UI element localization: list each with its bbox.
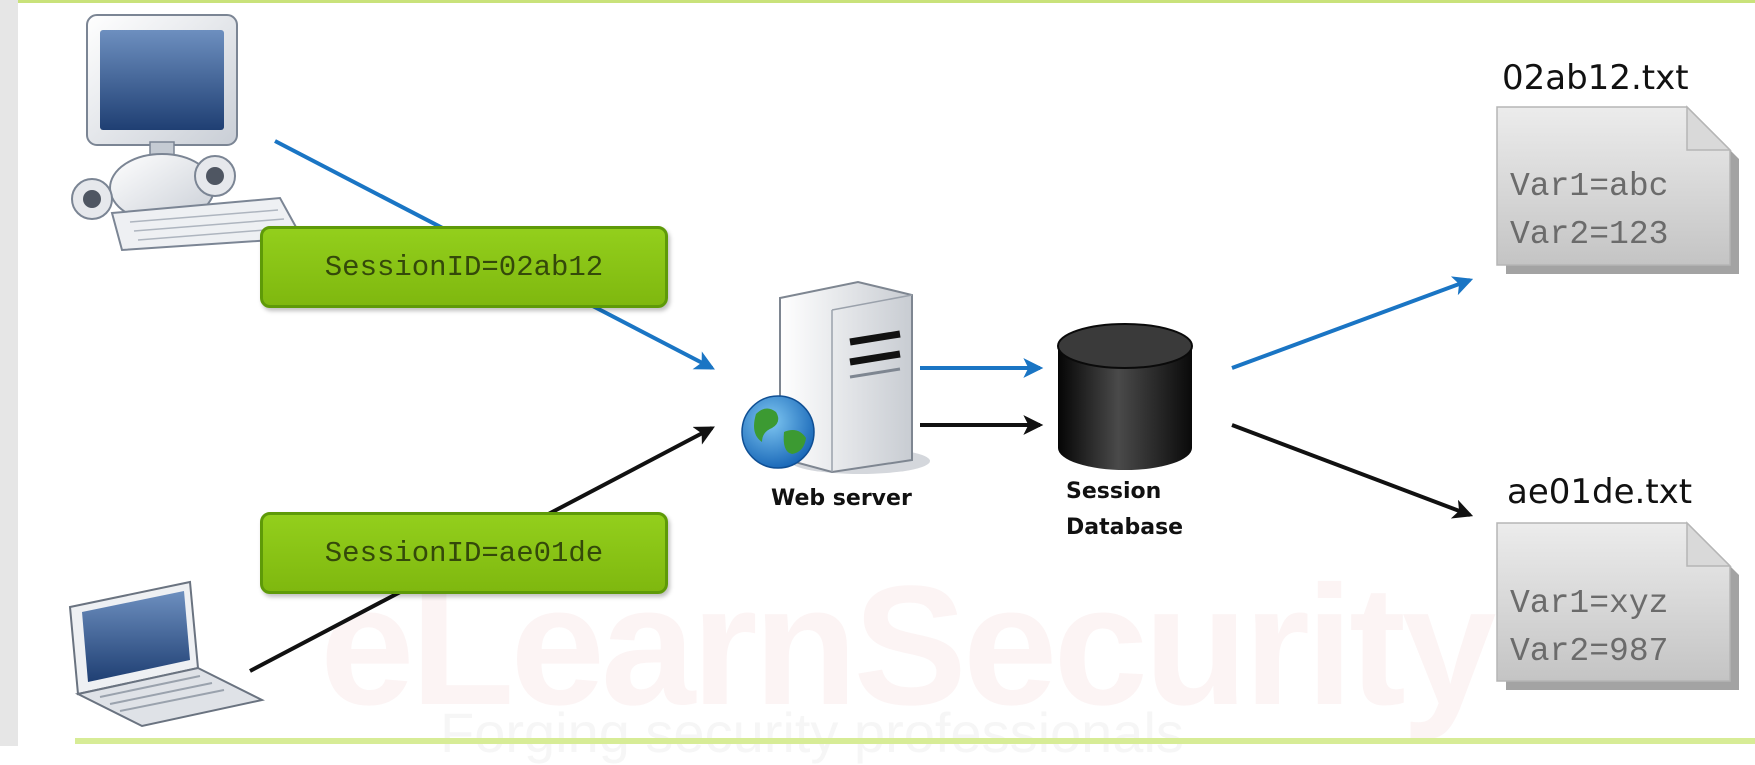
file-contents: Var1=abc Var2=123 [1510,163,1668,259]
database-label-line1: Session [1066,479,1162,504]
diagram-graphics [68,14,1739,728]
slide-bottom-rule [75,738,1755,744]
database-label-line2: Database [1066,515,1184,540]
file-document-icon [1496,105,1739,274]
database-cylinder-icon [1057,323,1193,470]
session-id-label: SessionID=ae01de [324,536,604,570]
file-line: Var2=123 [1510,216,1669,253]
session-id-label: SessionID=02ab12 [324,250,604,284]
web-server-icon [741,280,930,474]
file-document-icon [1496,521,1739,690]
slide-left-border [0,0,18,746]
web-server-label: Web server [771,486,912,511]
file-name: ae01de.txt [1507,472,1693,512]
slide-top-rule [18,0,1755,3]
file-name: 02ab12.txt [1502,58,1689,98]
file-contents: Var1=xyz Var2=987 [1510,580,1668,676]
session-diagram: eLearnSecurity Forging security professi… [0,0,1755,746]
desktop-computer-icon [71,14,304,252]
file-line: Var2=987 [1510,633,1669,670]
session-id-badge: SessionID=02ab12 [260,226,668,308]
file-line: Var1=xyz [1510,585,1669,622]
session-id-badge: SessionID=ae01de [260,512,668,594]
file-line: Var1=abc [1510,168,1669,205]
laptop-icon [68,580,265,728]
